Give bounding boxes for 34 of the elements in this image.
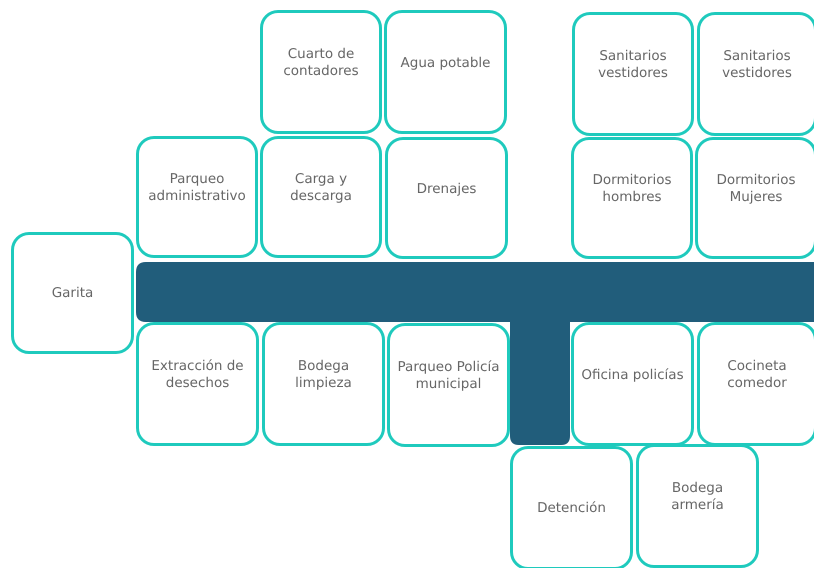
room-box	[636, 444, 759, 568]
room-box	[571, 322, 694, 446]
room-box	[695, 137, 814, 259]
room-box	[697, 322, 814, 446]
room-box	[11, 232, 134, 354]
room-box	[260, 10, 382, 134]
room-label: Detención	[536, 500, 607, 516]
room-label: Parqueo administrativo	[147, 171, 247, 205]
room-box	[384, 10, 507, 134]
room-label: Dormitorios Mujeres	[715, 172, 797, 206]
room-box	[572, 12, 694, 136]
room-box	[385, 137, 508, 259]
room-box	[697, 12, 814, 136]
room-box	[260, 136, 382, 258]
room-label: Agua potable	[400, 54, 492, 72]
room-label: Dormitorios hombres	[591, 172, 673, 206]
room-box	[510, 446, 633, 568]
room-label: Cuarto de contadores	[282, 46, 360, 80]
room-label: Cocineta comedor	[726, 358, 788, 392]
room-label: Bodega armería	[670, 480, 725, 514]
room-label: Bodega limpieza	[294, 358, 353, 392]
room-label: Carga y descarga	[289, 171, 353, 205]
room-label: Drenajes	[416, 180, 478, 198]
room-label: Parqueo Policía municipal	[396, 359, 500, 393]
room-box	[262, 322, 385, 446]
room-label: Extracción de desechos	[150, 358, 245, 392]
room-label: Garita	[50, 284, 94, 302]
room-label: Oficina policías	[580, 366, 685, 384]
room-label: Sanitarios vestidores	[721, 48, 793, 82]
room-box	[136, 322, 259, 446]
room-box	[136, 136, 258, 258]
room-box	[571, 137, 693, 259]
room-box	[387, 323, 510, 447]
room-label: Sanitarios vestidores	[597, 48, 669, 82]
